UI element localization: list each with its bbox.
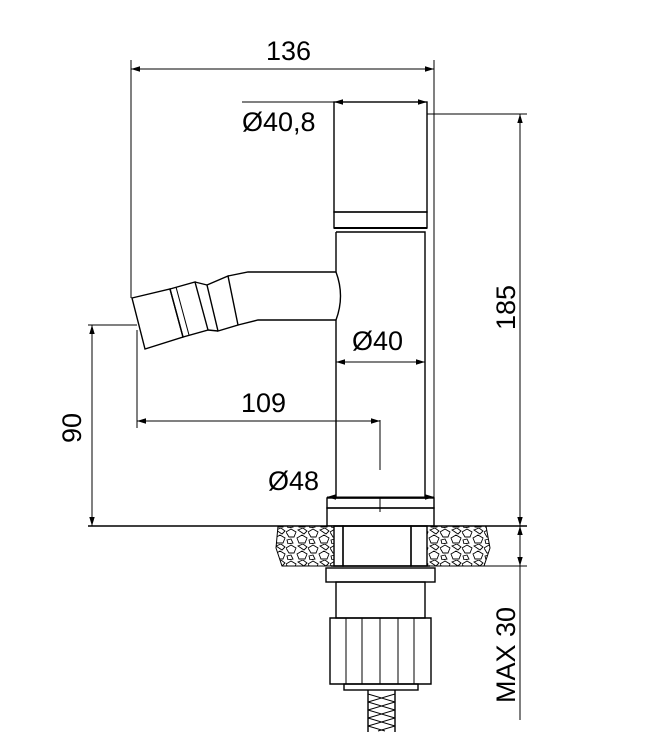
nozzle-joint (206, 275, 239, 332)
dim-body-diameter: Ø40 (352, 326, 403, 356)
dim-overall-width: 136 (266, 36, 311, 66)
washer (325, 567, 436, 583)
handle-ring (333, 211, 428, 229)
dim-handle-diameter: Ø40,8 (242, 107, 316, 137)
spout (131, 271, 342, 350)
dim-max-thickness: MAX 30 (491, 607, 521, 703)
fixing-assembly (325, 567, 436, 732)
dimension-lines (88, 60, 527, 720)
fixing-nut (329, 617, 432, 685)
threaded-shank (335, 581, 426, 619)
braided-hose (367, 690, 396, 732)
nozzle-head (131, 288, 184, 350)
handle-cap (333, 101, 428, 213)
countertop-section (88, 525, 527, 567)
dim-spout-height: 90 (57, 413, 87, 443)
dim-total-height: 185 (491, 285, 521, 330)
dim-base-diameter: Ø48 (268, 466, 319, 496)
dim-spout-reach: 109 (241, 388, 286, 418)
